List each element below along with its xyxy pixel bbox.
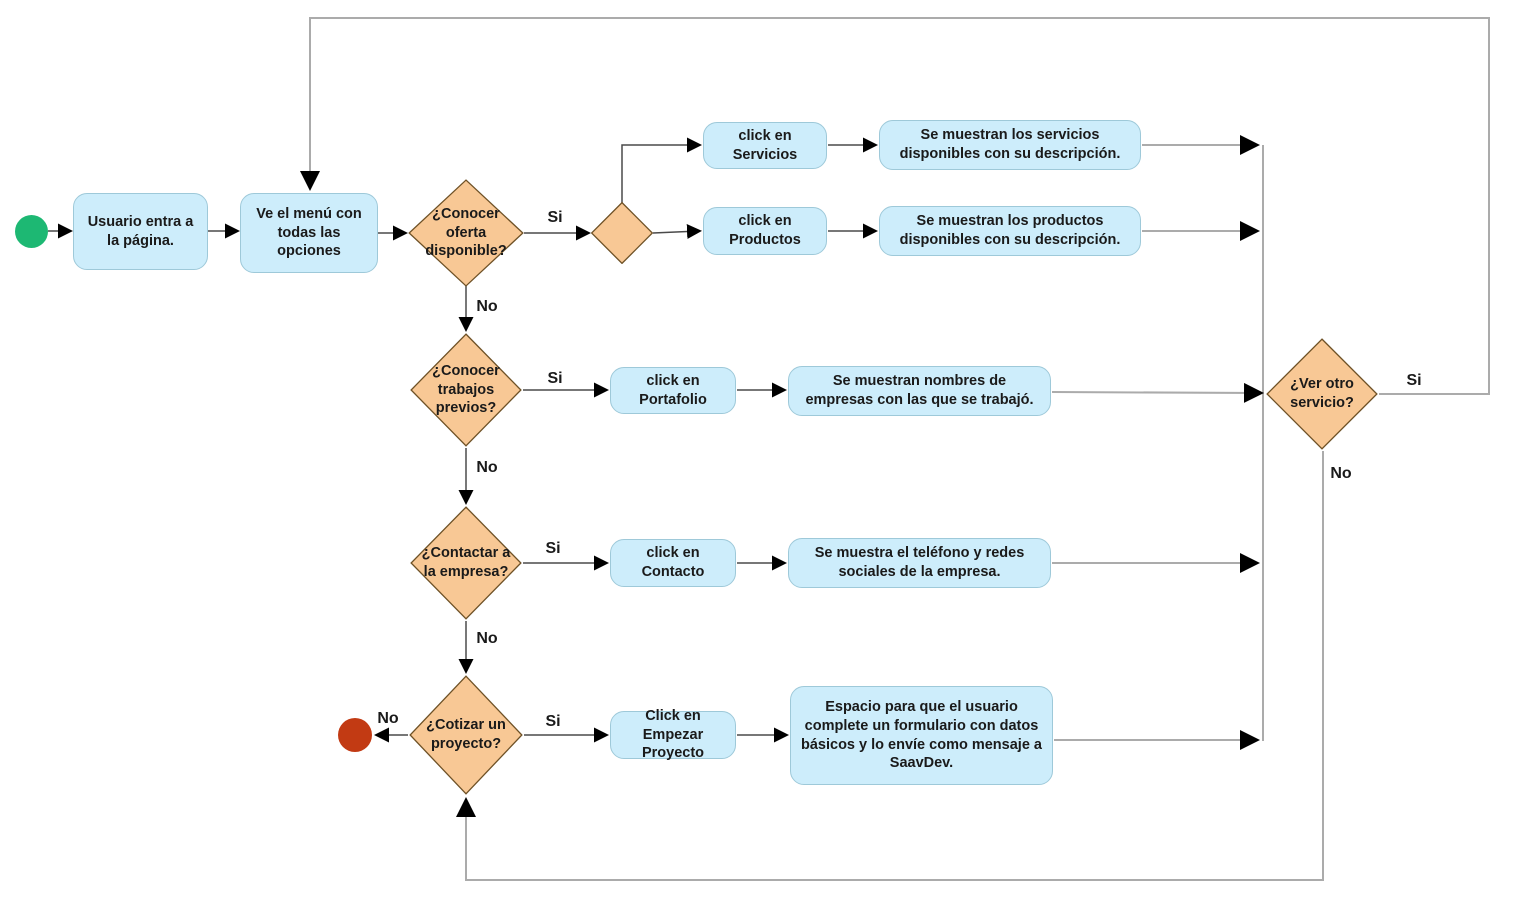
edge-label-no-contactar: No [476,630,498,647]
decision-contactar-empresa: ¿Contactar a la empresa? [410,506,522,620]
node-click-contacto: click en Contacto [610,539,736,587]
diamond-shape [410,506,522,620]
decision-ver-otro-servicio: ¿Ver otro servicio? [1266,338,1378,450]
decision-conocer-oferta: ¿Conocer oferta disponible? [408,179,524,287]
decision-cotizar-proyecto: ¿Cotizar un proyecto? [409,675,523,795]
end-node [338,718,372,752]
node-ve-menu: Ve el menú con todas las opciones [240,193,378,273]
node-res-productos: Se muestran los productos disponibles co… [879,206,1141,256]
edge-label-no-cotizar: No [377,710,399,727]
decision-conocer-trabajos: ¿Conocer trabajos previos? [410,333,522,447]
diamond-shape [408,179,524,287]
node-label: ¿Conocer trabajos previos? [432,363,500,417]
decision-split [591,202,653,264]
diamond-shape [409,675,523,795]
node-click-servicios: click en Servicios [703,122,827,169]
start-node [15,215,48,248]
node-label: click en Servicios [732,127,798,163]
node-res-formulario: Espacio para que el usuario complete un … [790,686,1053,785]
diamond-shape [1266,338,1378,450]
node-label: Se muestran los servicios disponibles co… [899,127,1121,162]
node-label: Se muestran nombres de empresas con las … [805,373,1034,408]
node-click-empezar-proyecto: Click en Empezar Proyecto [610,708,736,761]
node-res-contacto: Se muestra el teléfono y redes sociales … [788,538,1051,588]
node-label: Se muestran los productos disponibles co… [899,213,1121,248]
node-res-portafolio: Se muestran nombres de empresas con las … [788,366,1051,416]
edge-label-no-ver-otro: No [1330,465,1352,482]
node-label: ¿Contactar a la empresa? [421,545,511,580]
node-label: click en Portafolio [639,372,707,408]
node-res-servicios: Se muestran los servicios disponibles co… [879,120,1141,170]
diamond-shape [591,202,653,264]
edge-label-si-cotizar: Si [545,713,561,730]
edge-label-no-trabajos: No [476,459,498,476]
node-label: Espacio para que el usuario complete un … [801,699,1042,772]
edge-label-no-oferta: No [476,298,498,315]
edge-label-si-oferta: Si [547,209,563,226]
node-label: Se muestra el teléfono y redes sociales … [814,545,1025,580]
node-click-portafolio: click en Portafolio [610,367,736,414]
node-click-productos: click en Productos [703,207,827,255]
node-label: ¿Cotizar un proyecto? [426,717,506,752]
edge-label-si-ver-otro: Si [1406,372,1422,389]
node-label: Click en Empezar Proyecto [641,708,705,762]
diamond-shape [410,333,522,447]
edge-label-si-trabajos: Si [547,370,563,387]
node-label: ¿Conocer oferta disponible? [425,206,507,260]
node-label: Usuario entra a la página. [87,213,194,249]
node-label: click en Productos [729,213,801,248]
node-label: ¿Ver otro servicio? [1290,376,1354,411]
node-label: click en Contacto [641,545,705,580]
node-label: Ve el menú con todas las opciones [256,206,362,260]
node-usuario-entra: Usuario entra a la página. [73,193,208,270]
edge-label-si-contactar: Si [545,540,561,557]
